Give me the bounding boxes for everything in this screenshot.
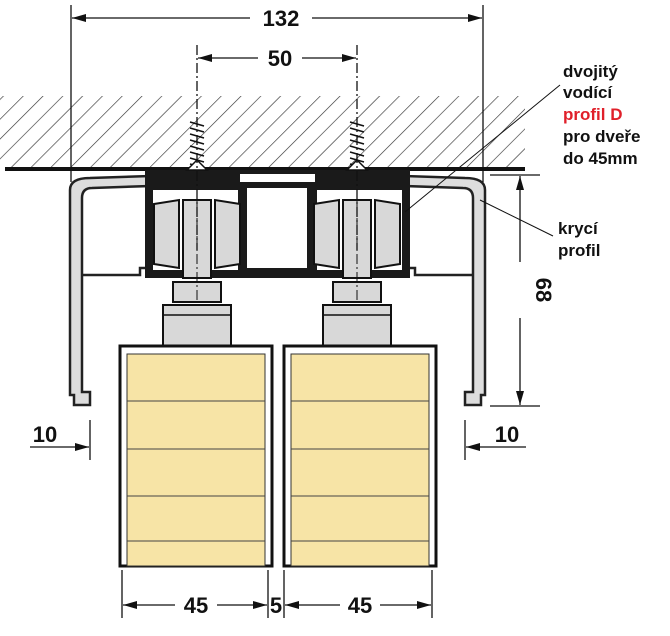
dim-screw-spacing: 50 <box>268 46 292 71</box>
dim-door-right: 45 <box>348 593 372 618</box>
label-line: krycí <box>558 219 599 238</box>
carriage-right <box>313 121 401 348</box>
track-profile-label: dvojitý vodící profil D pro dveře do 45m… <box>563 62 640 168</box>
dim-left-overhang: 10 <box>33 422 57 447</box>
screw-right <box>345 121 369 171</box>
label-line: profil <box>558 241 601 260</box>
roller-wheel <box>214 198 241 270</box>
ceiling <box>0 96 525 171</box>
label-line-highlight: profil D <box>563 105 623 124</box>
dimension-lines <box>30 5 561 618</box>
dim-overall-width: 132 <box>263 6 300 31</box>
label-line: dvojitý <box>563 62 618 81</box>
hanger-block <box>162 304 232 348</box>
door-right <box>282 344 438 568</box>
hanger-block <box>322 304 392 348</box>
roller-wheel <box>374 198 401 270</box>
roller-wheel <box>313 198 340 270</box>
dim-door-left: 45 <box>184 593 208 618</box>
dim-right-overhang: 10 <box>495 422 519 447</box>
cover-profile-label: krycí profil <box>558 219 601 260</box>
cover-profile <box>68 174 487 407</box>
dim-door-gap: 5 <box>270 593 282 618</box>
label-line: do 45mm <box>563 149 638 168</box>
label-line: pro dveře <box>563 127 640 146</box>
dim-height: 68 <box>531 278 556 302</box>
door-left <box>118 344 274 568</box>
label-line: vodící <box>563 83 613 102</box>
roller-wheel <box>153 198 180 270</box>
